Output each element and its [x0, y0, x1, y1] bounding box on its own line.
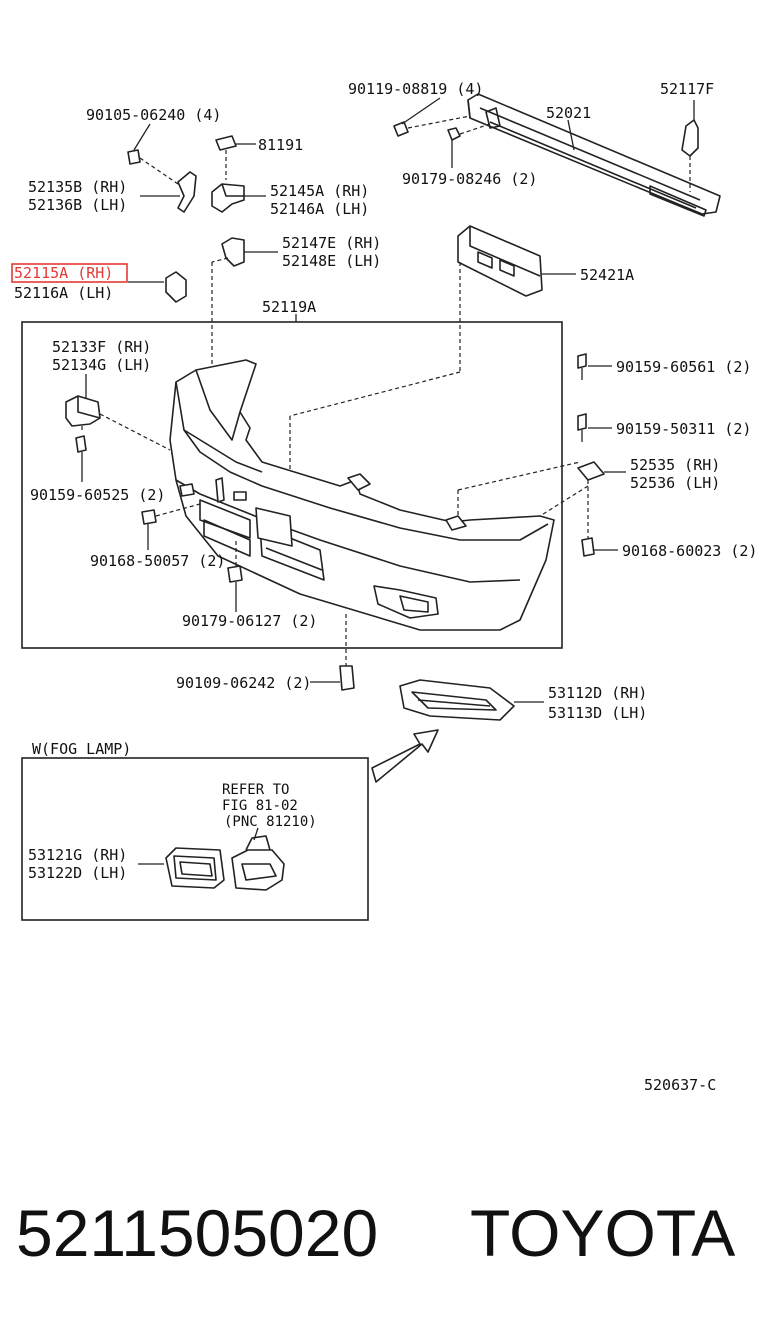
label-90179-06127: 90179-06127 (2) — [182, 612, 317, 630]
label-52147E: 52147E (RH) — [282, 234, 381, 252]
label-52421A: 52421A — [580, 266, 634, 284]
fog-lamp-frame — [21, 757, 369, 921]
fog-lamp-title: W(FOG LAMP) — [32, 740, 131, 758]
label-52535: 52535 (RH) — [630, 456, 720, 474]
label-52133F: 52133F (RH) — [52, 338, 151, 356]
label-53113D: 53113D (LH) — [548, 704, 647, 722]
footer-brand: TOYOTA — [470, 1196, 735, 1270]
bumper-frame — [21, 321, 563, 649]
screw-90159-50311 — [577, 413, 612, 442]
fog-cover-53112D — [399, 679, 544, 721]
label-52148E: 52148E (LH) — [282, 252, 381, 270]
clip-90179-06127 — [227, 540, 243, 612]
bolt-90168-60023 — [581, 537, 618, 557]
label-90159-50311: 90159-50311 (2) — [616, 420, 751, 438]
label-90168-50057: 90168-50057 (2) — [90, 552, 225, 570]
label-81191: 81191 — [258, 136, 303, 154]
label-90119: 90119-08819 (4) — [348, 80, 483, 98]
bumper-cover-52119A — [169, 359, 581, 631]
retainer-52535 — [539, 461, 626, 540]
retainer-52147E — [211, 237, 278, 376]
fog-cover-53121G — [138, 847, 225, 889]
screw-90159-60561 — [577, 353, 612, 380]
bolt-90109-06242 — [310, 614, 355, 691]
bracket-52133F — [65, 374, 171, 451]
label-90105: 90105-06240 (4) — [86, 106, 221, 124]
label-52117F: 52117F — [660, 80, 714, 98]
label-90109-06242: 90109-06242 (2) — [176, 674, 311, 692]
retainer-52115A — [128, 271, 187, 303]
label-52116A: 52116A (LH) — [14, 284, 113, 302]
label-52115A: 52115A (RH) — [14, 264, 113, 282]
label-52145A: 52145A (RH) — [270, 182, 369, 200]
label-53112D: 53112D (RH) — [548, 684, 647, 702]
bumper-reinforcement-52021 — [467, 93, 721, 217]
label-52146A: 52146A (LH) — [270, 200, 369, 218]
diagram-code: 520637-C — [644, 1076, 716, 1094]
retainer-52145A — [211, 183, 266, 213]
footer-part-number: 5211505020 — [16, 1196, 378, 1270]
label-52135B: 52135B (RH) — [28, 178, 127, 196]
refer-line-1: REFER TO — [222, 782, 289, 798]
label-52134G: 52134G (LH) — [52, 356, 151, 374]
bracket-52117F — [681, 100, 699, 192]
label-52136B: 52136B (LH) — [28, 196, 127, 214]
nut-90179-08246 — [447, 123, 491, 168]
label-53122D: 53122D (LH) — [28, 864, 127, 882]
bolt-90168-50057 — [141, 503, 201, 550]
label-53121G: 53121G (RH) — [28, 846, 127, 864]
bolt-90119 — [393, 97, 471, 137]
clip-81191 — [215, 135, 256, 180]
label-52021: 52021 — [546, 104, 591, 122]
fog-lamp-81210 — [231, 827, 285, 891]
refer-line-2: FIG 81-02 — [222, 798, 298, 814]
label-90159-60561: 90159-60561 (2) — [616, 358, 751, 376]
label-52119A: 52119A — [262, 298, 316, 316]
bolt-90105 — [127, 123, 179, 185]
arrow-icon — [371, 729, 439, 783]
refer-line-3: (PNC 81210) — [224, 814, 317, 830]
label-90168-60023: 90168-60023 (2) — [622, 542, 757, 560]
label-52536: 52536 (LH) — [630, 474, 720, 492]
bracket-52421A — [289, 225, 576, 470]
label-90159-60525: 90159-60525 (2) — [30, 486, 165, 504]
highlight-box — [11, 263, 128, 283]
bolt-90159-60525 — [75, 426, 87, 482]
label-90179-08246: 90179-08246 (2) — [402, 170, 537, 188]
bracket-52135B — [140, 171, 197, 213]
